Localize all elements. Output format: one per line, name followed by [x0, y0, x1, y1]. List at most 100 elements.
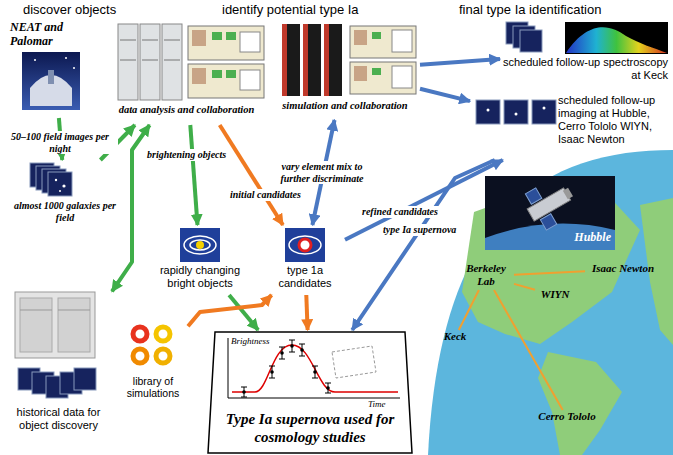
analysis-servers-part — [240, 32, 260, 52]
stage-heading: identify potential type Ia — [222, 2, 359, 17]
analysis-servers-part — [164, 40, 180, 41]
candidates-node: type 1a candidates — [265, 225, 345, 295]
imaging-picture-part — [543, 107, 546, 110]
hubble-picture — [485, 174, 615, 250]
node-label: rapidly changing bright objects — [150, 264, 250, 290]
flow-arrow — [420, 59, 500, 65]
analysis-servers-part — [240, 70, 260, 90]
supercomputer-part — [303, 24, 321, 96]
light-curve-chart-part — [228, 338, 229, 398]
imaging-picture-part — [515, 113, 518, 116]
supercomputer-part — [324, 24, 342, 96]
candidate-icon-part — [299, 239, 311, 251]
site-label: Berkeley Lab — [458, 262, 514, 290]
world-map-part — [428, 150, 673, 455]
analysis-servers-part — [212, 70, 222, 78]
bright-object-icon-part — [196, 241, 204, 249]
world-map-part — [538, 352, 622, 455]
node-label: Keck — [436, 330, 474, 343]
simulation-rings-part — [133, 349, 147, 363]
field-image-stack — [30, 163, 72, 196]
light-curve-chart-part — [270, 370, 274, 374]
archive-computer-part — [20, 298, 52, 352]
hubble-picture-part-part — [563, 188, 573, 200]
supercomputer — [282, 24, 416, 96]
light-curve-chart-part — [332, 346, 376, 378]
archive-computer-part — [20, 310, 52, 311]
supercomputer-part — [282, 24, 287, 96]
analysis-servers-part — [192, 30, 206, 46]
node-label: library of simulations — [118, 375, 188, 400]
field-image-stack-part — [55, 179, 57, 181]
bright-object-icon-part — [190, 240, 210, 250]
candidate-icon-part — [289, 236, 321, 254]
candidate-icon — [285, 228, 325, 262]
site-link — [459, 290, 479, 330]
analysis-servers-part — [226, 32, 236, 40]
analysis-servers-part — [212, 32, 222, 40]
candidate-icon-part — [285, 228, 325, 262]
node-label: simulation and collaboration — [270, 100, 420, 112]
light-curve-chart-part — [280, 351, 284, 355]
data-analysis-node: data analysis and collaboration — [105, 20, 268, 125]
light-curve-chart-part — [290, 344, 294, 348]
flow-arrow — [306, 295, 307, 330]
supercomputer-part — [303, 24, 308, 96]
analysis-servers-part — [188, 64, 264, 98]
archive-computer-part — [58, 310, 90, 311]
hubble-picture-part-part — [525, 188, 541, 204]
telescope-picture — [22, 52, 80, 110]
supercomputer-part — [372, 68, 381, 75]
analysis-servers-part — [140, 24, 160, 100]
site-label: WIYN — [535, 288, 575, 303]
archive-computer-part — [74, 368, 96, 390]
node-label: scheduled follow-up imaging at Hubble, C… — [558, 94, 668, 146]
bright-object-icon-part — [180, 228, 220, 262]
hubble-picture-part — [485, 176, 615, 250]
analysis-servers-part — [192, 68, 206, 84]
imaging-picture-part — [504, 100, 528, 124]
flow-arrow — [190, 125, 197, 225]
simulation-node: simulation and collaboration — [270, 20, 420, 120]
imaging-picture-part — [532, 100, 556, 124]
simulation-rings — [133, 327, 170, 363]
light-curve-chart-part — [300, 348, 304, 352]
supercomputer-part — [392, 66, 412, 88]
analysis-servers-part — [118, 24, 138, 100]
supercomputer-part — [350, 62, 416, 94]
flow-arrow — [352, 160, 495, 330]
world-map — [428, 150, 673, 455]
analysis-servers-part — [142, 40, 158, 41]
field-image-stack-part — [48, 172, 72, 196]
node-label: type 1a candidates — [265, 264, 345, 290]
supercomputer-part — [354, 66, 367, 81]
node-label: data analysis and collaboration — [105, 104, 268, 116]
telescope-picture-part — [73, 67, 75, 69]
supercomputer-part — [350, 26, 416, 58]
node-label: NEAT and Palomar — [10, 20, 98, 48]
light-curve-chart-part — [208, 332, 412, 453]
edge-label: refined candidates — [360, 206, 440, 218]
supercomputer-part — [354, 30, 367, 45]
telescope-node: NEAT and Palomar — [10, 20, 100, 118]
site-link — [514, 284, 535, 290]
analysis-servers-part — [142, 60, 158, 61]
spectrum-picture-part — [520, 30, 542, 52]
edge-label: vary element mix to further discriminate — [270, 161, 374, 184]
field-image-stack-part — [62, 184, 65, 187]
simulation-rings-part — [156, 327, 170, 341]
field-images-node: almost 1000 galaxies per field — [5, 160, 125, 232]
simulation-rings-part — [156, 349, 170, 363]
imaging-node: scheduled follow-up imaging at Hubble, C… — [470, 92, 670, 160]
flow-arrow — [229, 295, 258, 330]
telescope-picture-part — [48, 70, 54, 84]
node-label: scheduled follow-up spectroscopy at Keck — [500, 56, 668, 82]
edge-label: brightening objects — [145, 149, 228, 161]
flow-arrow — [420, 89, 470, 101]
node-label: Isaac Newton — [585, 262, 661, 275]
light-curve-panel: BrightnessTimeType Ia supernova used for… — [205, 330, 415, 455]
